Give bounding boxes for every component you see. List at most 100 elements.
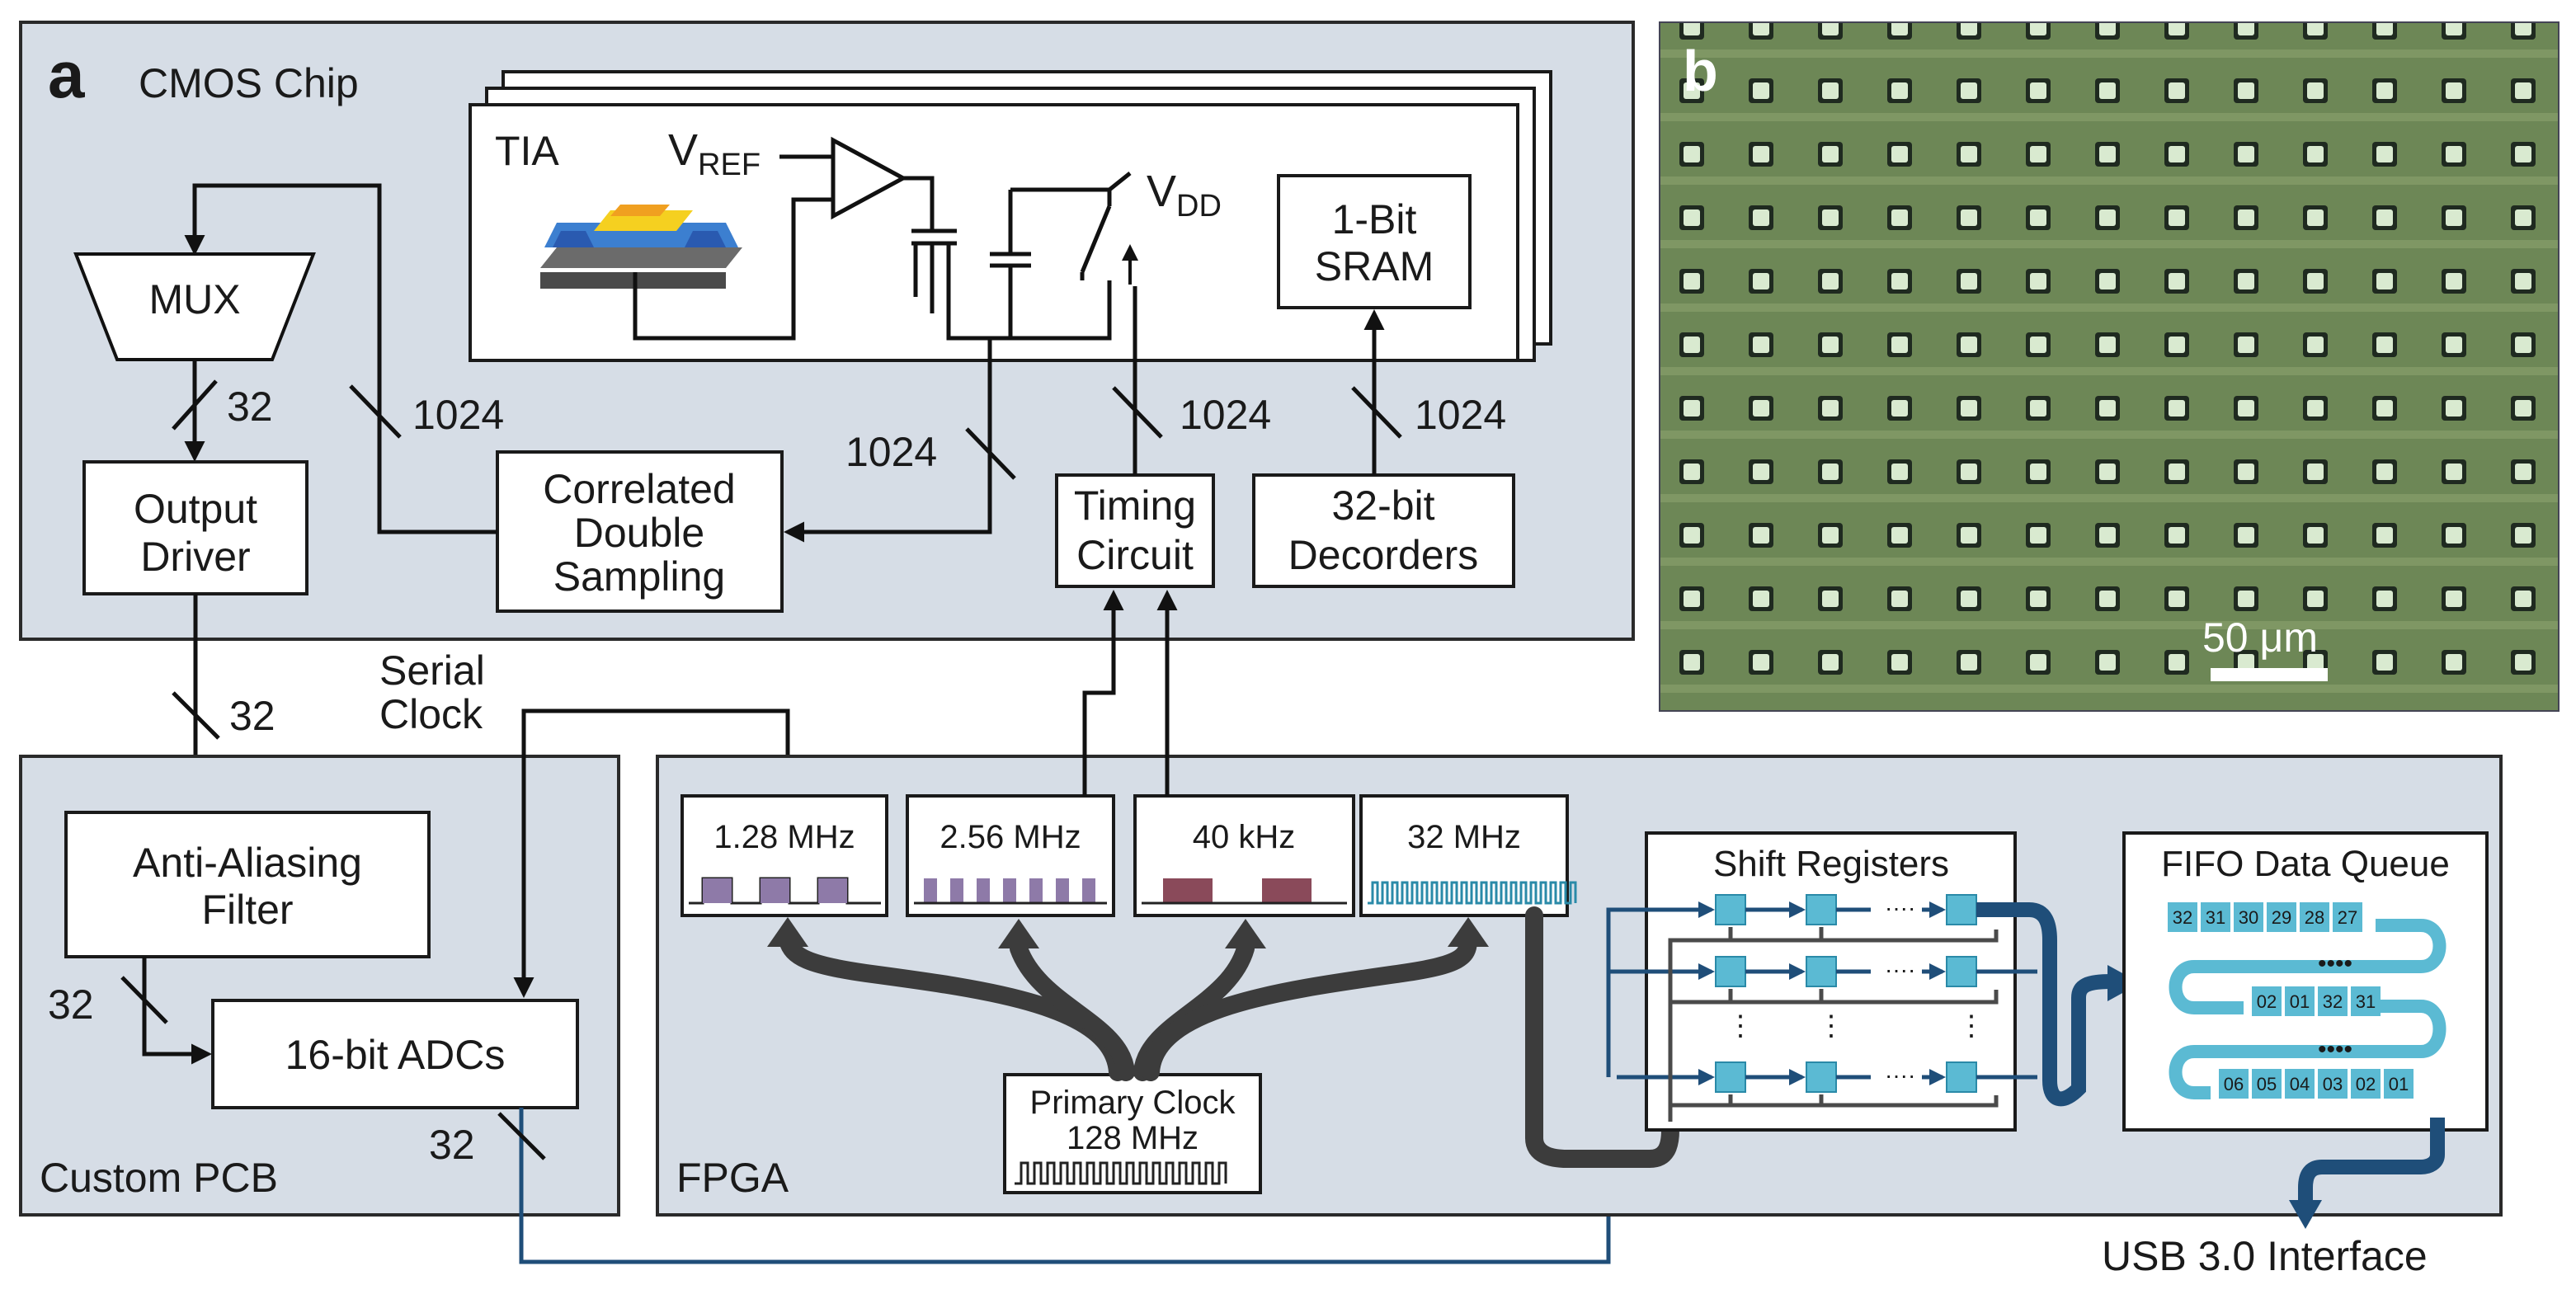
- fifo-cell-label: 01: [2290, 991, 2310, 1012]
- timing-line2: Circuit: [1076, 532, 1194, 578]
- fifo-cell: [2300, 902, 2329, 932]
- decoders-box: [1252, 473, 1515, 588]
- clock-2-label: 2.56 MHz: [940, 819, 1081, 855]
- register-row-3: ····: [1617, 1061, 1977, 1093]
- bus-width-tia-cds: 1024: [845, 429, 937, 475]
- fifo-cell: [2219, 1069, 2249, 1099]
- clock-4-label: 32 MHz: [1407, 819, 1521, 855]
- fifo-cell: [2351, 1069, 2381, 1099]
- tia-label: TIA: [495, 128, 559, 174]
- primary-clock: Primary Clock 128 MHz: [1003, 1073, 1262, 1194]
- svg-text:⋮: ⋮: [1817, 1010, 1845, 1042]
- cds-line1: Correlated: [543, 466, 735, 512]
- decoders-line2: Decorders: [1288, 532, 1479, 578]
- serial-clock-line2: Clock: [379, 691, 483, 737]
- register-row-2: ····: [1617, 956, 1977, 987]
- output-driver-line1: Output: [134, 486, 257, 532]
- fifo-cell-label: 05: [2257, 1074, 2277, 1094]
- scale-bar-label: 50 μm: [2202, 614, 2318, 661]
- bus-width-mux: 32: [227, 384, 273, 430]
- fifo-cell-label: 32: [2173, 907, 2192, 928]
- fifo-cell-label: 28: [2305, 907, 2324, 928]
- fifo-title: FIFO Data Queue: [2161, 844, 2450, 884]
- sram-line1: 1-Bit: [1332, 196, 1417, 242]
- fifo-cell: [2333, 902, 2362, 932]
- fifo-cell: [2285, 986, 2315, 1016]
- fifo-cell: [2168, 902, 2197, 932]
- clock-distribution-arrows: [767, 917, 1489, 1081]
- shift-registers: Shift Registers ···· ···· ⋮ ⋮ ⋮ ····: [1613, 831, 2017, 1132]
- svg-text:····: ····: [1885, 895, 1915, 920]
- panel-b-letter: b: [1683, 39, 1718, 103]
- bus-width-decoders: 1024: [1415, 392, 1506, 438]
- anti-alias-line2: Filter: [201, 887, 293, 933]
- fifo-cell-label: 32: [2323, 991, 2343, 1012]
- fifo-cell: [2318, 1069, 2348, 1099]
- fifo-cell-label: 27: [2338, 907, 2357, 928]
- bus-width-cds-mux: 1024: [412, 392, 504, 438]
- fifo-cell-label: 31: [2356, 991, 2376, 1012]
- panel-a-letter: a: [48, 38, 85, 111]
- adc-label: 16-bit ADCs: [285, 1032, 506, 1078]
- anti-alias-line1: Anti-Aliasing: [133, 840, 362, 886]
- opamp-symbol: [831, 136, 908, 220]
- fifo-cell: [2201, 902, 2230, 932]
- shift-registers-title: Shift Registers: [1713, 844, 1949, 884]
- cmos-chip-title: CMOS Chip: [139, 60, 359, 106]
- clock-3-label: 40 kHz: [1193, 819, 1296, 855]
- adc-box: [211, 999, 579, 1109]
- fifo-cell-label: 02: [2356, 1074, 2376, 1094]
- svg-text:····: ····: [1885, 1062, 1915, 1088]
- svg-text:⋮: ⋮: [1726, 1010, 1754, 1042]
- scale-bar: [2211, 668, 2328, 681]
- fifo-cell-label: 29: [2272, 907, 2291, 928]
- cds-line2: Double: [574, 510, 704, 556]
- fifo-cell: [2267, 902, 2296, 932]
- register-row-1: ····: [1613, 894, 1977, 925]
- mux-block: MUX: [73, 252, 316, 361]
- clock-40khz: 40 kHz: [1133, 794, 1355, 917]
- fifo-cell-label: 01: [2389, 1074, 2409, 1094]
- fifo-cell: [2318, 986, 2348, 1016]
- fifo-cell-label: 31: [2206, 907, 2225, 928]
- svg-text:⋮: ⋮: [1957, 1010, 1985, 1042]
- bus-width-timing: 1024: [1180, 392, 1271, 438]
- timing-line1: Timing: [1074, 482, 1196, 529]
- fifo-cell: [2285, 1069, 2315, 1099]
- fifo-cell: [2351, 986, 2381, 1016]
- bus-width-driver-filter: 32: [229, 693, 275, 739]
- primary-clock-line2: 128 MHz: [1067, 1120, 1199, 1156]
- decoders-line1: 32-bit: [1331, 482, 1434, 529]
- vdd-label: VDD: [1147, 167, 1222, 224]
- anti-aliasing-filter-box: [64, 811, 431, 958]
- fifo-cell: [2252, 986, 2282, 1016]
- sram-box: [1277, 174, 1472, 309]
- svg-text:••••: ••••: [2318, 1036, 2352, 1063]
- vref-label: VREF: [668, 125, 761, 182]
- cds-line3: Sampling: [553, 553, 725, 600]
- fpga-title: FPGA: [676, 1155, 789, 1201]
- timing-circuit-box: [1055, 473, 1215, 588]
- svg-text:····: ····: [1885, 957, 1915, 982]
- sram-line2: SRAM: [1315, 243, 1434, 289]
- fifo-cell-label: 03: [2323, 1074, 2343, 1094]
- fifo-cell-label: 04: [2290, 1074, 2310, 1094]
- photodetector-icon: [540, 205, 742, 289]
- micrograph-panel: b 50 μm: [1659, 21, 2560, 712]
- tia-array: TIA VREF VD: [469, 70, 1552, 362]
- fifo-cell: [2384, 1069, 2414, 1099]
- output-driver-box: [82, 460, 308, 595]
- bus-width-filter-adc: 32: [48, 981, 94, 1028]
- clock-1-label: 1.28 MHz: [713, 819, 855, 855]
- usb-interface-label: USB 3.0 Interface: [2102, 1233, 2428, 1279]
- serial-clock-line1: Serial: [379, 647, 485, 694]
- output-driver-line2: Driver: [140, 534, 250, 580]
- fifo-cell: [2252, 1069, 2282, 1099]
- custom-pcb-title: Custom PCB: [40, 1155, 278, 1201]
- fifo-cell: [2234, 902, 2263, 932]
